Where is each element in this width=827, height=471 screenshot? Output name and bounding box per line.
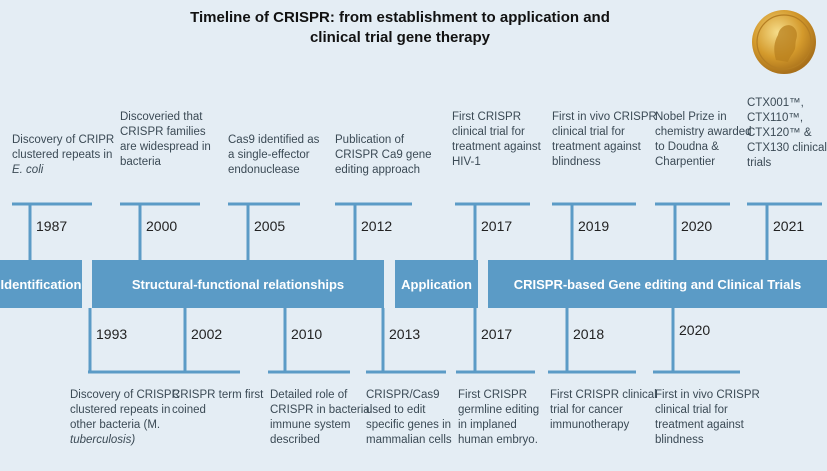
event-2010: Detailed role of CRISPR in bacterial imm… xyxy=(270,388,372,448)
event-line: CRISPR Ca9 gene xyxy=(335,149,432,161)
year-2012: 2012 xyxy=(361,218,393,234)
event-line: endonuclease xyxy=(228,164,300,176)
phase-clinical-trials: CRISPR-based Gene editing and Clinical T… xyxy=(488,260,827,308)
event-1993: Discovery of CRISPR clustered repeats in… xyxy=(70,388,180,448)
event-line: clinical trial for xyxy=(655,404,728,416)
event-2018: First CRISPR clinical trial for cancer i… xyxy=(550,388,657,433)
event-line: Discoveried that xyxy=(120,111,203,123)
event-line: germline editing xyxy=(458,404,540,416)
year-1987: 1987 xyxy=(36,218,68,234)
event-line: Discovery of CRISPR xyxy=(70,389,180,401)
title-line-1: Timeline of CRISPR: from establishment t… xyxy=(190,9,610,26)
event-line: Nobel Prize in xyxy=(655,111,727,123)
year-2021: 2021 xyxy=(773,218,805,234)
event-line: CRISPR/Cas9 xyxy=(366,389,440,401)
event-2019: First in vivo CRISPR clinical trial for … xyxy=(552,110,657,170)
year-2002: 2002 xyxy=(191,326,223,342)
event-line: CTX001™, xyxy=(747,97,804,109)
event-line: trials xyxy=(747,157,772,169)
phase-label: Identification xyxy=(0,276,82,292)
year-2018: 2018 xyxy=(573,326,605,342)
year-2013: 2013 xyxy=(389,326,421,342)
year-1993: 1993 xyxy=(96,326,128,342)
event-line: clustered repeats in xyxy=(12,149,113,161)
event-line: CTX130 clinical xyxy=(747,142,827,154)
event-line: trial for cancer xyxy=(550,404,623,416)
year-2020-top: 2020 xyxy=(681,218,713,234)
event-line: CTX110™, xyxy=(747,112,804,124)
event-line: Discovery of CRIPR xyxy=(12,134,115,146)
event-line: clinical trial for xyxy=(552,126,625,138)
phase-structural-functional: Structural-functional relationships xyxy=(92,260,384,308)
event-line: immunotherapy xyxy=(550,419,630,431)
event-line: CRISPR term first xyxy=(172,389,264,401)
event-line: clinical trial for xyxy=(452,126,525,138)
event-line: mammalian cells xyxy=(366,434,452,446)
year-2020-bottom: 2020 xyxy=(679,322,711,338)
year-2019: 2019 xyxy=(578,218,610,234)
event-2012: Publication of CRISPR Ca9 gene editing a… xyxy=(335,133,432,178)
event-2017-bottom: First CRISPR germline editing in implane… xyxy=(458,388,539,448)
diagram-title: Timeline of CRISPR: from establishment t… xyxy=(150,8,650,48)
event-2017-top: First CRISPR clinical trial for treatmen… xyxy=(452,110,541,170)
event-line: editing approach xyxy=(335,164,421,176)
event-line: human embryo. xyxy=(458,434,538,446)
phase-label: Application xyxy=(401,276,472,292)
event-line: chemistry awarded xyxy=(655,126,752,138)
event-line: First in vivo CRISPR xyxy=(552,111,657,123)
event-line: are widespread in xyxy=(120,141,211,153)
year-2017-top: 2017 xyxy=(481,218,513,234)
title-line-2: clinical trial gene therapy xyxy=(309,29,491,46)
event-line: immune system xyxy=(270,419,351,431)
event-line: tuberculosis) xyxy=(70,434,136,446)
phase-identification: Identification xyxy=(0,260,82,308)
event-1987: Discovery of CRIPR clustered repeats in … xyxy=(12,133,114,178)
phase-application: Application xyxy=(395,260,478,308)
event-2020-bottom: First in vivo CRISPR clinical trial for … xyxy=(655,388,760,448)
event-line: CTX120™ & xyxy=(747,127,812,139)
event-line: blindness xyxy=(655,434,704,446)
year-2000: 2000 xyxy=(146,218,178,234)
event-2002: CRISPR term first coined xyxy=(172,388,263,418)
event-line: First CRISPR xyxy=(458,389,527,401)
event-2020-top: Nobel Prize in chemistry awarded to Doud… xyxy=(655,110,752,170)
event-line: specific genes in xyxy=(366,419,452,431)
event-line: Charpentier xyxy=(655,156,716,168)
event-line: coined xyxy=(172,404,206,416)
phase-label: CRISPR-based Gene editing and Clinical T… xyxy=(513,276,802,292)
event-line: described xyxy=(270,434,320,446)
event-line: First CRISPR clinical xyxy=(550,389,657,401)
event-line: Publication of xyxy=(335,134,405,146)
event-line: CRISPR families xyxy=(120,126,206,138)
year-2017-bottom: 2017 xyxy=(481,326,513,342)
event-line: HIV-1 xyxy=(452,156,481,168)
event-line: treatment against xyxy=(552,141,641,153)
event-line: treatment against xyxy=(452,141,541,153)
event-line: clustered repeats in xyxy=(70,404,171,416)
event-line: CRISPR in bacterial xyxy=(270,404,373,416)
event-line: First in vivo CRISPR xyxy=(655,389,760,401)
event-line: Detailed role of xyxy=(270,389,348,401)
phase-label: Structural-functional relationships xyxy=(131,276,345,292)
year-2005: 2005 xyxy=(254,218,286,234)
event-line: First CRISPR xyxy=(452,111,521,123)
event-line: other bacteria (M. xyxy=(70,419,161,431)
event-2000: Discoveried that CRISPR families are wid… xyxy=(120,110,211,170)
nobel-medal-icon xyxy=(752,10,816,74)
event-line: treatment against xyxy=(655,419,744,431)
event-line: Cas9 identified as xyxy=(228,134,320,146)
event-line: used to edit xyxy=(366,404,426,416)
event-line: bacteria xyxy=(120,156,161,168)
year-2010: 2010 xyxy=(291,326,323,342)
event-2013: CRISPR/Cas9 used to edit specific genes … xyxy=(366,388,452,448)
event-2005: Cas9 identified as a single-effector end… xyxy=(228,133,319,178)
event-line: blindness xyxy=(552,156,601,168)
event-line: in implaned xyxy=(458,419,517,431)
event-line: E. coli xyxy=(12,164,44,176)
event-line: to Doudna & xyxy=(655,141,719,153)
event-2021: CTX001™, CTX110™, CTX120™ & CTX130 clini… xyxy=(747,96,827,171)
event-line: a single-effector xyxy=(228,149,310,161)
